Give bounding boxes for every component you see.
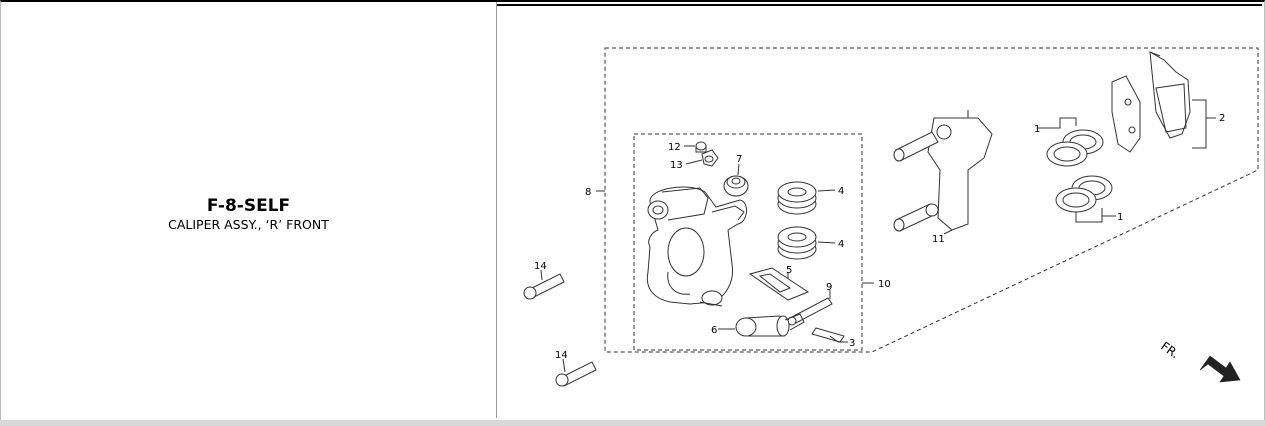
piston-seal-4-upper [777,181,836,215]
callout-4a: 4 [838,186,844,197]
bottom-divider [0,420,1265,426]
callout-5: 5 [786,265,792,276]
caliper-body [646,186,747,307]
pin-clip-3 [811,327,848,343]
bleeder-cap-12 [684,141,707,153]
callout-4b: 4 [838,239,844,250]
caliper-bracket-11 [893,110,993,235]
diagram-panel: 1 1 2 3 4 4 5 6 7 8 9 10 11 12 13 14 14 … [497,4,1262,420]
part-title-block: F-8-SELF CALIPER ASSY., ‘R’ FRONT [1,196,496,234]
piston-seal-4-lower [777,226,836,260]
part-info-panel: F-8-SELF CALIPER ASSY., ‘R’ FRONT [1,2,497,418]
callout-3: 3 [849,338,855,349]
caliper-body-boundary [633,133,863,351]
piston-seal-1-lower [1055,175,1114,223]
part-code: F-8-SELF [206,196,291,216]
pad-spring-5 [748,267,810,301]
front-direction-label: FR. [1158,339,1181,361]
callout-1b: 1 [1117,212,1123,223]
exploded-parts-diagram: 1 1 2 3 4 4 5 6 7 8 9 10 11 12 13 14 14 … [523,47,1259,387]
callout-8: 8 [585,187,591,198]
mounting-bolt-14-lower [555,358,597,387]
callout-6: 6 [711,325,717,336]
callout-1a: 1 [1034,124,1040,135]
caliper-assembly-boundary [604,47,1259,353]
part-name: CALIPER ASSY., ‘R’ FRONT [168,217,329,232]
callout-9: 9 [826,282,832,293]
callout-10: 10 [878,279,891,290]
front-direction-arrow-icon [1199,355,1241,383]
piston-seal-1-upper [1046,117,1104,167]
callout-14a: 14 [534,261,547,272]
pin-boot-7 [723,163,749,197]
callout-13: 13 [670,160,683,171]
bleeder-screw-13 [685,149,719,167]
callout-2: 2 [1219,113,1225,124]
brake-pads-2 [1111,51,1216,153]
callout-11: 11 [932,234,945,245]
mounting-bolt-14-upper [523,269,565,300]
callout-12: 12 [668,142,681,153]
callout-14b: 14 [555,350,568,361]
callout-7: 7 [736,154,742,165]
sleeve-pin-6 [718,313,805,337]
